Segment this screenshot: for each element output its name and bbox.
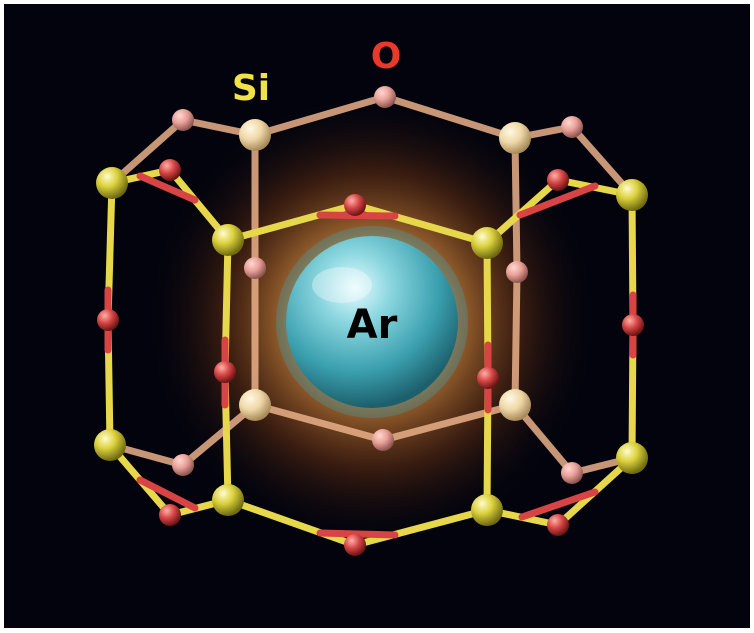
si-atom <box>616 179 648 211</box>
si-atom <box>471 494 503 526</box>
si-atom <box>616 442 648 474</box>
o-atom <box>561 462 583 484</box>
o-atom <box>97 309 119 331</box>
si-atom <box>212 484 244 516</box>
argon-label: Ar <box>347 302 398 348</box>
o-atom <box>506 261 528 283</box>
o-atom <box>172 454 194 476</box>
si-atom <box>499 389 531 421</box>
oxygen-label: O <box>371 36 402 77</box>
si-atom <box>96 167 128 199</box>
o-atom <box>547 514 569 536</box>
o-atom <box>344 534 366 556</box>
argon-atom: Ar <box>276 226 468 418</box>
o-atom <box>561 116 583 138</box>
o-atom <box>159 159 181 181</box>
o-atom <box>372 429 394 451</box>
o-atom <box>477 367 499 389</box>
o-atom <box>547 169 569 191</box>
si-atom <box>239 389 271 421</box>
o-atom <box>622 314 644 336</box>
si-atom <box>471 227 503 259</box>
si-atom <box>499 122 531 154</box>
si-atom <box>212 224 244 256</box>
o-atom <box>214 361 236 383</box>
si-atom <box>239 119 271 151</box>
front-atoms <box>94 159 648 556</box>
o-atom <box>344 194 366 216</box>
o-atom <box>374 86 396 108</box>
o-atom <box>159 504 181 526</box>
back-atoms <box>172 86 583 484</box>
o-atom <box>244 257 266 279</box>
silicon-label: Si <box>232 68 270 109</box>
o-atom <box>172 109 194 131</box>
si-atom <box>94 429 126 461</box>
